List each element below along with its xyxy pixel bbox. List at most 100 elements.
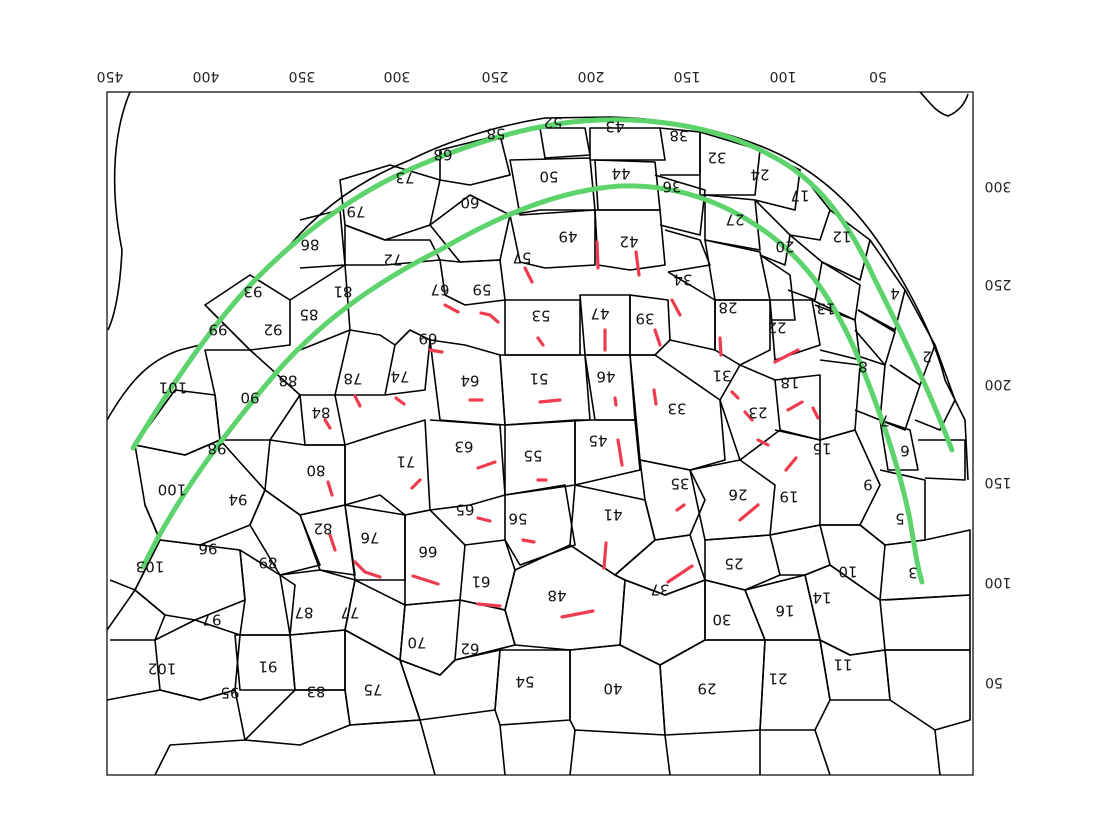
division-marker <box>443 303 460 314</box>
division-marker <box>653 328 662 347</box>
cell-label-101: 101 <box>159 379 188 397</box>
cell-label-47: 47 <box>590 305 609 323</box>
cell-label-11: 11 <box>833 656 852 674</box>
cell-label-29: 29 <box>697 680 716 698</box>
cell-label-79: 79 <box>346 203 365 221</box>
cell-label-25: 25 <box>724 555 743 573</box>
cell-label-45: 45 <box>588 432 607 450</box>
cell-label-58: 58 <box>486 125 505 143</box>
cell-label-5: 5 <box>895 510 905 528</box>
cell-label-89: 89 <box>258 554 277 572</box>
y-tick-100: 100 <box>985 574 1012 590</box>
y-tick-200: 200 <box>985 376 1012 392</box>
cell-label-9: 9 <box>863 476 873 494</box>
boundary-curves <box>130 117 955 585</box>
x-tick-300: 300 <box>384 68 411 84</box>
cell-label-26: 26 <box>728 486 747 504</box>
cell-label-102: 102 <box>148 660 177 678</box>
division-marker <box>536 336 545 347</box>
cell-label-97: 97 <box>202 611 221 629</box>
cell-label-33: 33 <box>667 400 686 418</box>
cell-label-94: 94 <box>228 491 247 509</box>
cell-label-80: 80 <box>306 462 325 480</box>
cell-label-76: 76 <box>360 529 379 547</box>
division-marker <box>411 574 440 586</box>
cell-label-55: 55 <box>523 447 542 465</box>
cell-label-66: 66 <box>418 543 437 561</box>
cell-label-67: 67 <box>430 281 449 299</box>
cell-label-92: 92 <box>263 321 282 339</box>
cell-label-7: 7 <box>880 412 890 430</box>
cell-label-23: 23 <box>748 404 767 422</box>
inner-boundary-curve <box>140 183 925 585</box>
division-marker <box>560 609 595 619</box>
division-marker <box>394 396 406 406</box>
cell-label-82: 82 <box>313 520 332 538</box>
cell-label-98: 98 <box>207 440 226 458</box>
cell-label-40: 40 <box>603 680 622 698</box>
cell-label-68: 68 <box>433 146 452 164</box>
cell-label-51: 51 <box>529 370 548 388</box>
cell-label-85: 85 <box>299 306 318 324</box>
cell-label-53: 53 <box>531 307 550 325</box>
division-marker <box>756 438 770 447</box>
cell-label-91: 91 <box>258 658 277 676</box>
division-marker <box>326 480 334 497</box>
cell-label-103: 103 <box>136 558 165 576</box>
cell-label-38: 38 <box>669 127 688 145</box>
x-tick-450: 450 <box>97 68 124 84</box>
division-marker <box>428 348 444 354</box>
cell-label-24: 24 <box>750 166 769 184</box>
cell-label-37: 37 <box>650 581 669 599</box>
cell-label-2: 2 <box>922 348 932 366</box>
y-tick-150: 150 <box>985 474 1012 490</box>
division-marker <box>410 478 422 490</box>
division-marker <box>811 406 820 420</box>
division-marker <box>521 538 536 544</box>
cell-label-16: 16 <box>775 602 794 620</box>
cell-label-12: 12 <box>832 228 851 246</box>
cell-label-31: 31 <box>712 367 731 385</box>
cell-label-27: 27 <box>725 211 744 229</box>
y-tick-50: 50 <box>985 674 1003 690</box>
cell-label-88: 88 <box>278 372 297 390</box>
cell-label-77: 77 <box>340 604 359 622</box>
cell-labels: 2345678910111213141516171819202122232425… <box>136 114 932 702</box>
division-marker <box>523 266 534 284</box>
division-marker <box>476 460 497 470</box>
cell-label-46: 46 <box>596 368 615 386</box>
cell-label-75: 75 <box>363 681 382 699</box>
division-marker <box>595 240 600 270</box>
cell-label-39: 39 <box>635 310 654 328</box>
cell-label-87: 87 <box>294 604 313 622</box>
cell-label-22: 22 <box>767 319 786 337</box>
cell-label-69: 69 <box>418 330 437 348</box>
cell-label-95: 95 <box>220 684 239 702</box>
cell-label-63: 63 <box>454 438 473 456</box>
cell-label-14: 14 <box>812 589 831 607</box>
cell-label-13: 13 <box>816 300 835 318</box>
cell-label-48: 48 <box>547 587 566 605</box>
division-marker <box>773 348 800 364</box>
x-tick-250: 250 <box>482 68 509 84</box>
cell-label-18: 18 <box>780 374 799 392</box>
cell-label-100: 100 <box>158 481 187 499</box>
x-tick-200: 200 <box>578 68 605 84</box>
cell-label-83: 83 <box>306 683 325 701</box>
cell-label-56: 56 <box>508 510 527 528</box>
cell-label-60: 60 <box>460 194 479 212</box>
x-tick-50: 50 <box>869 68 887 84</box>
x-tick-150: 150 <box>674 68 701 84</box>
cell-label-64: 64 <box>460 372 479 390</box>
cell-label-62: 62 <box>460 640 479 658</box>
cell-label-84: 84 <box>311 404 330 422</box>
cell-label-28: 28 <box>718 299 737 317</box>
division-marker <box>738 503 760 522</box>
cell-label-57: 57 <box>512 249 531 267</box>
cell-label-59: 59 <box>472 281 491 299</box>
division-marker <box>323 418 332 430</box>
cell-label-73: 73 <box>395 169 414 187</box>
cell-label-6: 6 <box>900 442 910 460</box>
cell-label-41: 41 <box>603 506 622 524</box>
